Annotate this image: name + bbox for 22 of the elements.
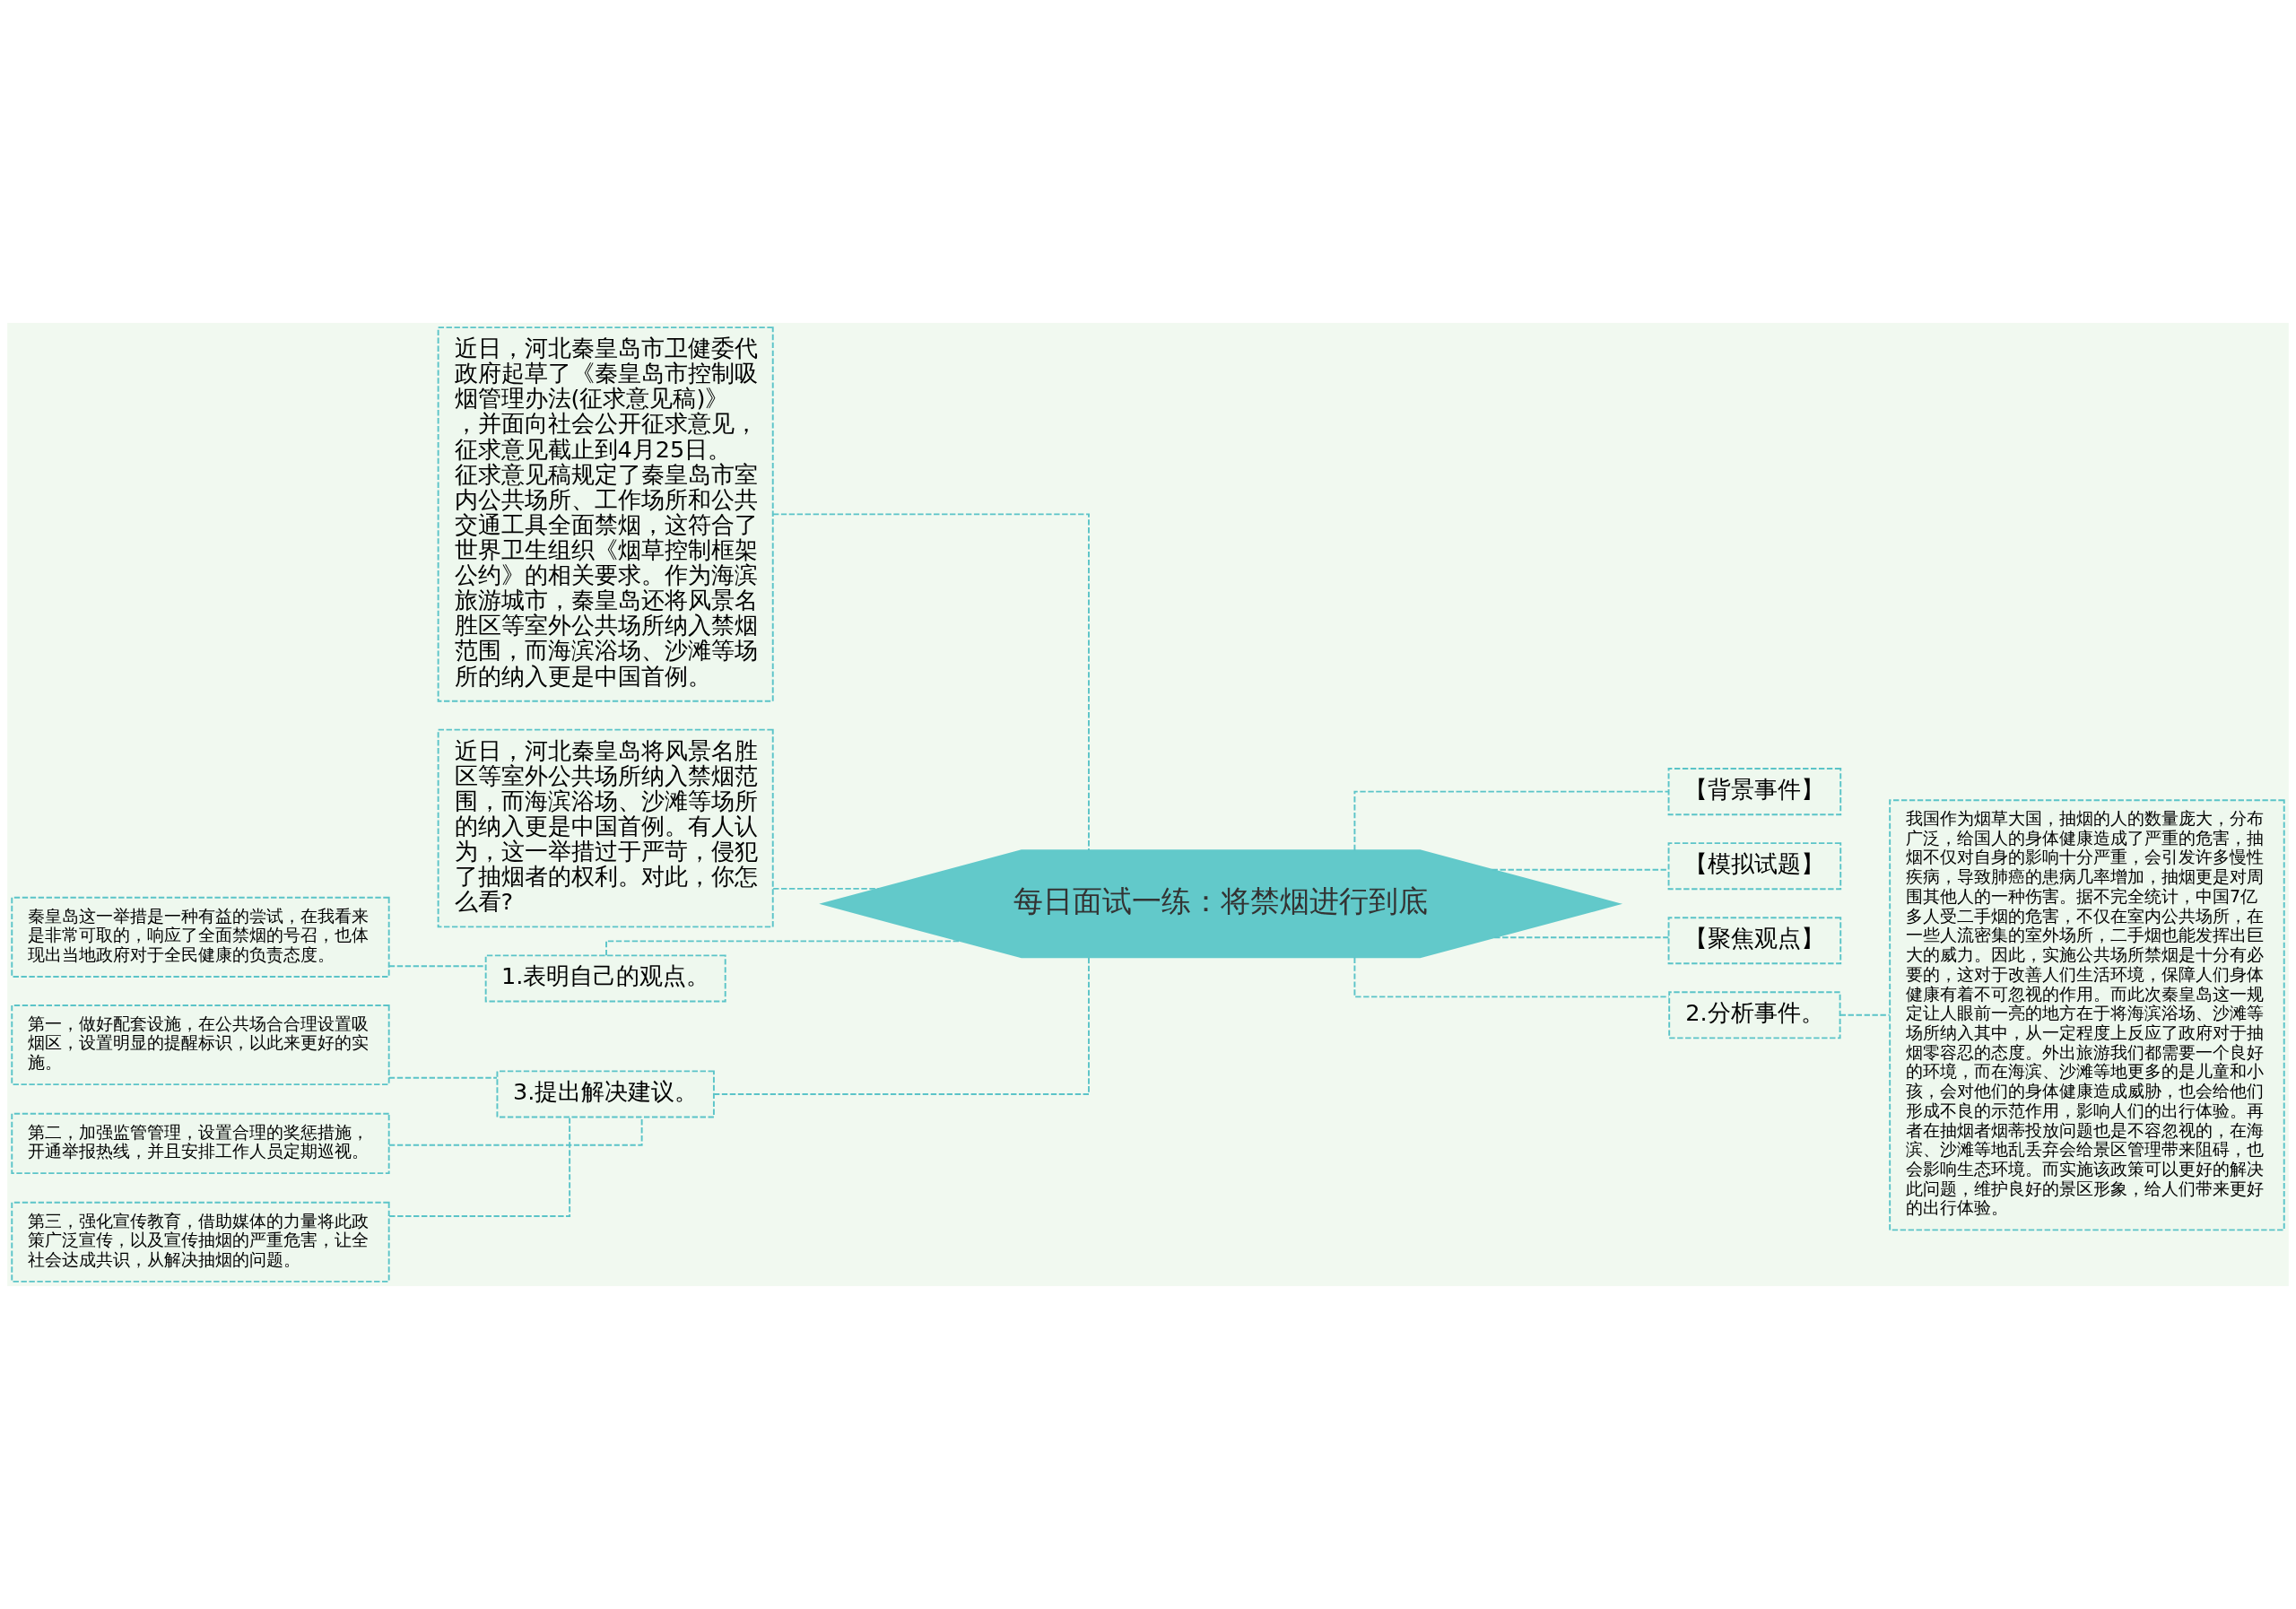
node-box: 秦皇岛这一举措是一种有益的尝试，在我看来是非常可取的，响应了全面禁烟的号召，也体现出当地政府对于全民健康的负责态度。 — [11, 896, 390, 978]
node-box: 第一，做好配套设施，在公共场合合理设置吸烟区，设置明显的提醒标识，以此来更好的实施。 — [11, 1005, 390, 1086]
node-box: 1.表明自己的观点。 — [484, 954, 726, 1003]
connector — [772, 887, 880, 890]
node-box: 2.分析事件。 — [1668, 991, 1841, 1039]
node-box: 第三，强化宣传教育，借助媒体的力量将此政策广泛宣传，以及宣传抽烟的严重危害，让全社会达成共识，从解决抽烟的问题。 — [11, 1201, 390, 1283]
node-box: 【模拟试题】 — [1667, 842, 1842, 891]
node-box: 3.提出解决建议。 — [496, 1070, 715, 1118]
connector — [1493, 936, 1670, 939]
connector — [713, 956, 1090, 1095]
connector — [772, 513, 1090, 852]
node-box: 近日，河北秦皇岛将风景名胜区等室外公共场所纳入禁烟范围，而海滨浴场、沙滩等场所的纳入更是中国首例。有人认为，这一举措过于严苛，侵犯了抽烟者的权利。对此，你怎么看? — [437, 728, 774, 928]
connector — [387, 1076, 498, 1079]
node-box: 【背景事件】 — [1667, 768, 1842, 816]
connector — [388, 1116, 571, 1217]
node-box: 【聚焦观点】 — [1667, 917, 1842, 965]
connector — [1839, 1013, 1891, 1016]
node-box: 近日，河北秦皇岛市卫健委代政府起草了《秦皇岛市控制吸烟管理办法(征求意见稿)》，并面向社会公开征求意见，征求意见截止到4月25日。征求意见稿规定了秦皇岛市室内公共场所、工作场所和公共交通工具全面禁烟，这符合了世界卫生组织《烟草控制框架公约》的相关要求。作为海滨旅游城市，秦皇岛还将风景名胜区等室外公共场所纳入禁烟范围，而海滨浴场、沙滩等场所的纳入更是中国首例。 — [437, 326, 774, 702]
connector — [1353, 790, 1670, 852]
node-box: 第二，加强监管管理，设置合理的奖惩措施，开通举报热线，并且安排工作人员定期巡视。 — [11, 1112, 390, 1175]
connector — [1353, 956, 1670, 998]
node-box: 我国作为烟草大国，抽烟的人的数量庞大，分布广泛，给国人的身体健康造成了严重的危害，抽烟不仅对自身的影响十分严重，会引发许多慢性疾病，导致肺癌的患病几率增加，抽烟更是对周围其他人的一种伤害。据不完全统计，中国7亿多人受二手烟的危害，不仅在室内公共场所，在一些人流密集的室外场所，二手烟也能发挥出巨大的威力。因此，实施公共场所禁烟是十分有必要的，这对于改善人们生活环境，保障人们身体健康有着不可忽视的作用。而此次秦皇岛这一规定让人眼前一亮的地方在于将海滨浴场、沙滩等场所纳入其中，从一定程度上反应了政府对于抽烟零容忍的态度。外出旅游我们都需要一个良好的环境，而在海滨、沙滩等地更多的是儿童和小孩，会对他们的身体健康造成威胁，也会给他们形成不良的示范作用，影响人们的出行体验。再者在抽烟者烟蒂投放问题也是不容忽视的，在海滨、沙滩等地乱丢弃会给景区管理带来阻碍，也会影响生态环境。而实施该政策可以更好的解决此问题，维护良好的景区形象，给人们带来更好的出行体验。 — [1889, 799, 2285, 1231]
